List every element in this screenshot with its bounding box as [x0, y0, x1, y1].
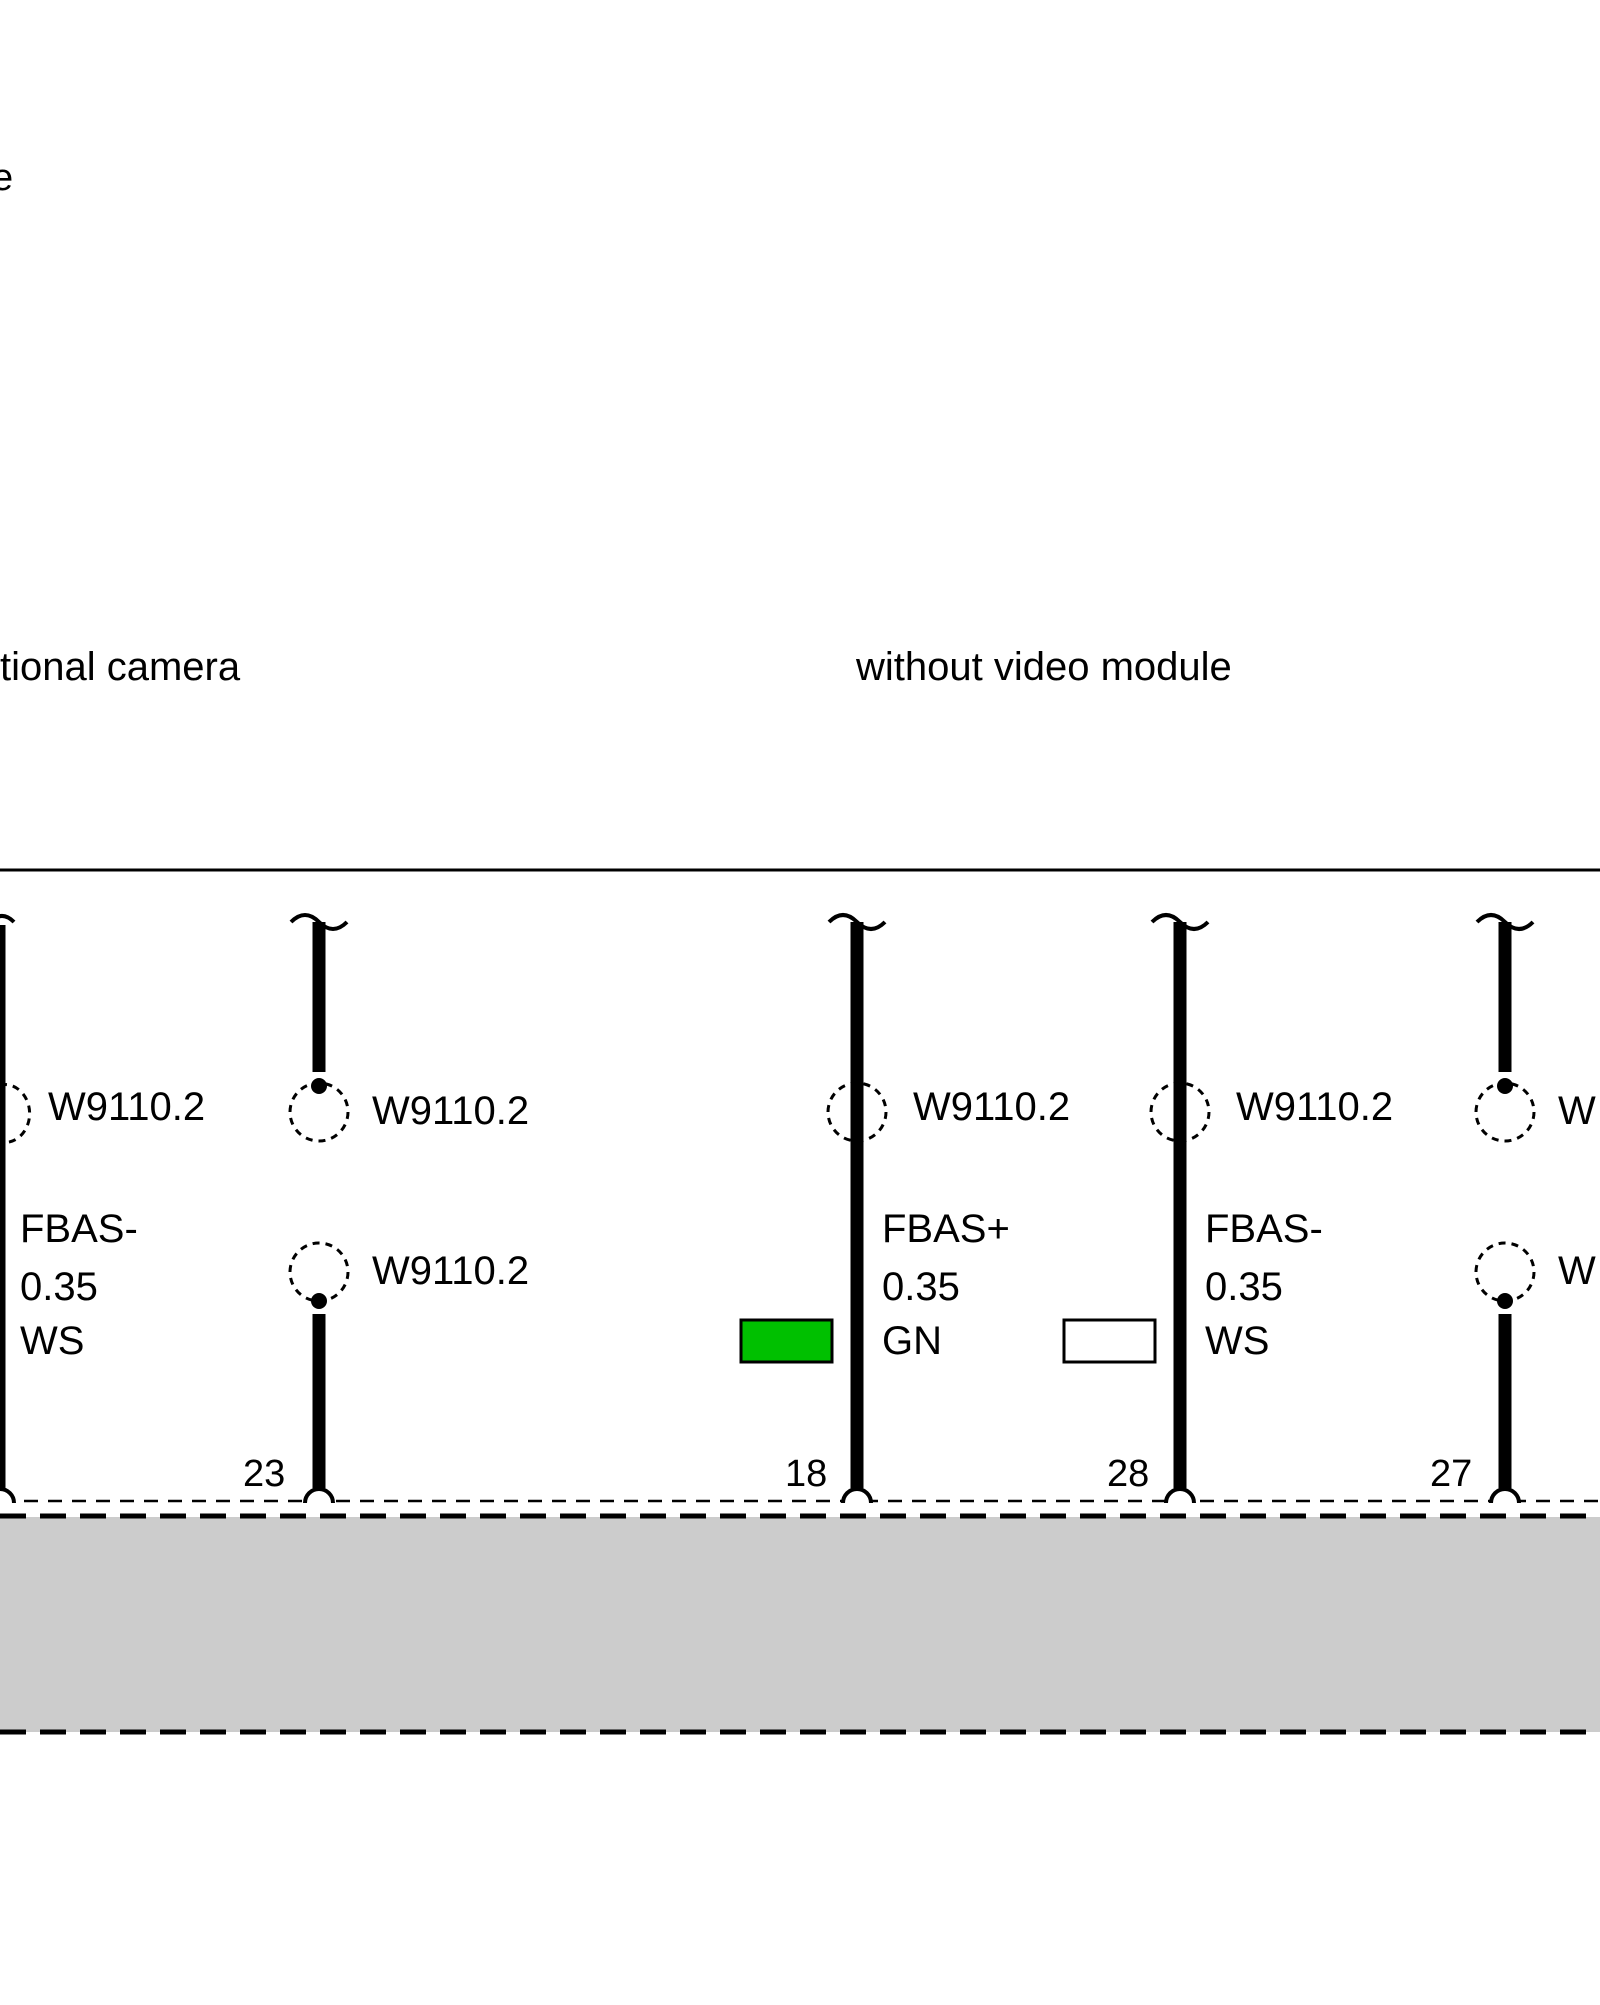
- pin-socket: [0, 1487, 16, 1504]
- shield-label: W9110.2: [48, 1085, 205, 1129]
- shield-label-bottom: W9110.2: [372, 1249, 529, 1293]
- signal-label: FBAS+: [882, 1207, 1010, 1251]
- wire-color-swatch-green: [739, 1318, 834, 1364]
- shield-label: W9110.2: [913, 1085, 1070, 1129]
- edge-fragment-label: e: [0, 157, 13, 199]
- shield-junction-dot: [1497, 1293, 1513, 1309]
- shield-junction-dot: [1497, 1078, 1513, 1094]
- shield-marker-top: [1474, 1081, 1536, 1143]
- color-code-label: WS: [20, 1319, 84, 1363]
- shield-label: W9110.2: [1236, 1085, 1393, 1129]
- pin-number: 23: [243, 1453, 285, 1495]
- pin-socket: [841, 1487, 873, 1504]
- shield-marker-bottom: [1474, 1241, 1536, 1303]
- section-label-right: without video module: [855, 645, 1232, 689]
- gauge-label: 0.35: [1205, 1265, 1283, 1309]
- wire-color-swatch-white: [1062, 1318, 1157, 1364]
- shield-marker-top: [288, 1081, 350, 1143]
- wire-pin-18: W9110.2 FBAS+ 0.35 GN 18: [739, 913, 1070, 1504]
- wire-pin-27: W W 27: [1430, 913, 1596, 1504]
- pin-socket: [303, 1487, 335, 1504]
- signal-label: FBAS-: [20, 1207, 138, 1251]
- pin-socket: [1164, 1487, 1196, 1504]
- gauge-label: 0.35: [20, 1265, 98, 1309]
- section-label-left: tional camera: [0, 645, 241, 689]
- color-code-label: WS: [1205, 1319, 1269, 1363]
- pin-number: 28: [1107, 1453, 1149, 1495]
- shield-label-top: W: [1558, 1089, 1596, 1133]
- shield-marker: [0, 1083, 32, 1144]
- shield-label-top: W9110.2: [372, 1089, 529, 1133]
- shield-marker: [1149, 1081, 1211, 1143]
- shield-junction-dot: [311, 1078, 327, 1094]
- shield-marker: [826, 1081, 888, 1143]
- signal-label: FBAS-: [1205, 1207, 1323, 1251]
- wire-pin-28: W9110.2 FBAS- 0.35 WS 28: [1062, 913, 1393, 1504]
- gauge-label: 0.35: [882, 1265, 960, 1309]
- shield-junction-dot: [311, 1293, 327, 1309]
- wire-break-symbol: [0, 914, 16, 924]
- shield-label-bottom: W: [1558, 1249, 1596, 1293]
- color-code-label: GN: [882, 1319, 942, 1363]
- pin-number: 18: [785, 1453, 827, 1495]
- control-module-body: [0, 1517, 1600, 1732]
- pin-number: 27: [1430, 1453, 1472, 1495]
- shield-marker-bottom: [288, 1241, 350, 1303]
- wire-edge-left: W9110.2 FBAS- 0.35 WS: [0, 914, 205, 1504]
- wire-pin-23: W9110.2 W9110.2 23: [243, 913, 529, 1504]
- pin-socket: [1489, 1487, 1521, 1504]
